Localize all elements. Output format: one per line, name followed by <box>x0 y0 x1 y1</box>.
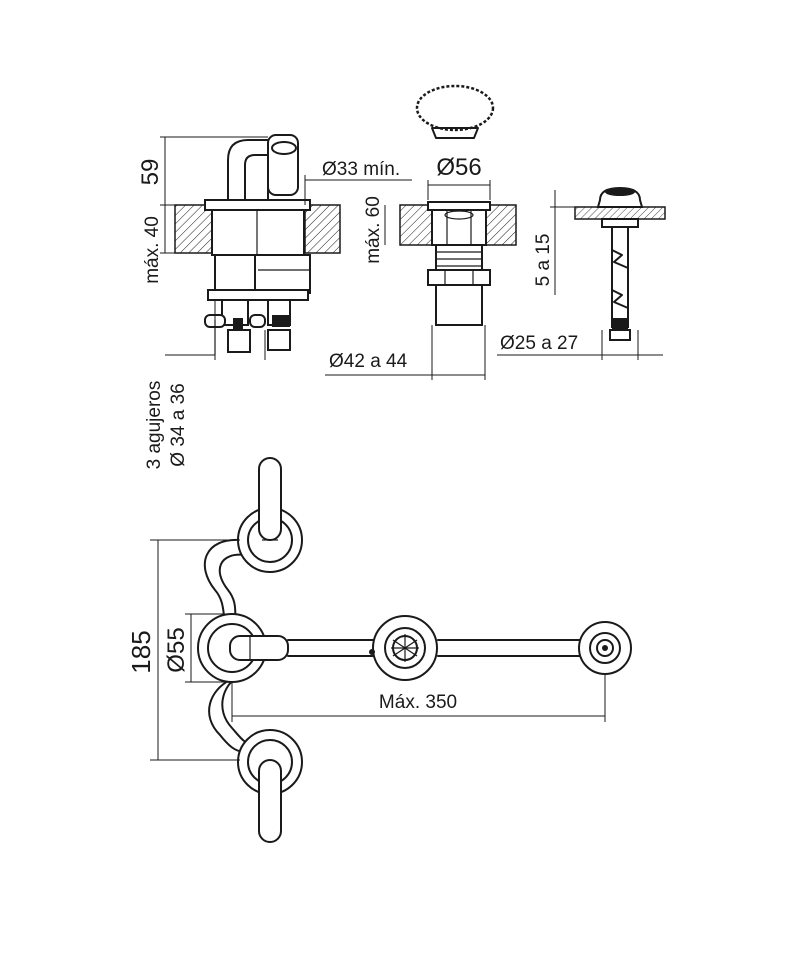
label-56: Ø56 <box>436 154 481 181</box>
label-holes-line1: 3 agujeros <box>144 381 165 470</box>
label-5-15: 5 a 15 <box>533 234 554 287</box>
label-185: 185 <box>126 630 156 673</box>
dim-25-27: Ø25 a 27 <box>497 330 663 360</box>
label-55: Ø55 <box>163 627 190 672</box>
counter-section-left <box>174 204 216 254</box>
dim-55: Ø55 <box>163 613 232 683</box>
dim-56: Ø56 <box>427 154 491 200</box>
dim-holes: 3 agujeros Ø 34 a 36 <box>144 300 266 470</box>
handle-top <box>258 457 282 541</box>
dim-33-min: Ø33 mín. <box>304 159 412 205</box>
handle-bottom <box>258 759 282 843</box>
dim-max-350: Máx. 350 <box>231 674 606 722</box>
label-max-60: máx. 60 <box>363 196 384 264</box>
dim-42-44: Ø42 a 44 <box>325 325 486 380</box>
dim-185: 185 <box>126 539 240 761</box>
spout-top <box>229 635 289 661</box>
label-33-min: Ø33 mín. <box>322 159 400 180</box>
stopper-knob <box>415 84 495 132</box>
counter-section-stopper <box>574 206 666 220</box>
counter-section-right <box>304 204 341 254</box>
dim-max-40: máx. 40 <box>142 205 205 284</box>
label-25-27: Ø25 a 27 <box>500 333 578 354</box>
mixer-side-view <box>174 134 341 355</box>
label-max-40: máx. 40 <box>142 216 163 284</box>
dim-5-15: 5 a 15 <box>533 190 575 295</box>
stopper-side-view <box>574 186 666 341</box>
counter-section-drain-left <box>399 204 433 246</box>
label-holes-line2: Ø 34 a 36 <box>168 383 189 466</box>
dim-max-60: máx. 60 <box>363 196 386 264</box>
dim-59: 59 <box>137 136 268 206</box>
counter-section-drain-right <box>485 204 517 246</box>
label-59: 59 <box>137 159 164 186</box>
mixer-top-view <box>197 457 632 843</box>
connection-hose <box>203 538 256 753</box>
label-42-44: Ø42 a 44 <box>329 351 408 372</box>
label-max-350: Máx. 350 <box>379 692 457 713</box>
popup-drain-view <box>399 84 517 326</box>
